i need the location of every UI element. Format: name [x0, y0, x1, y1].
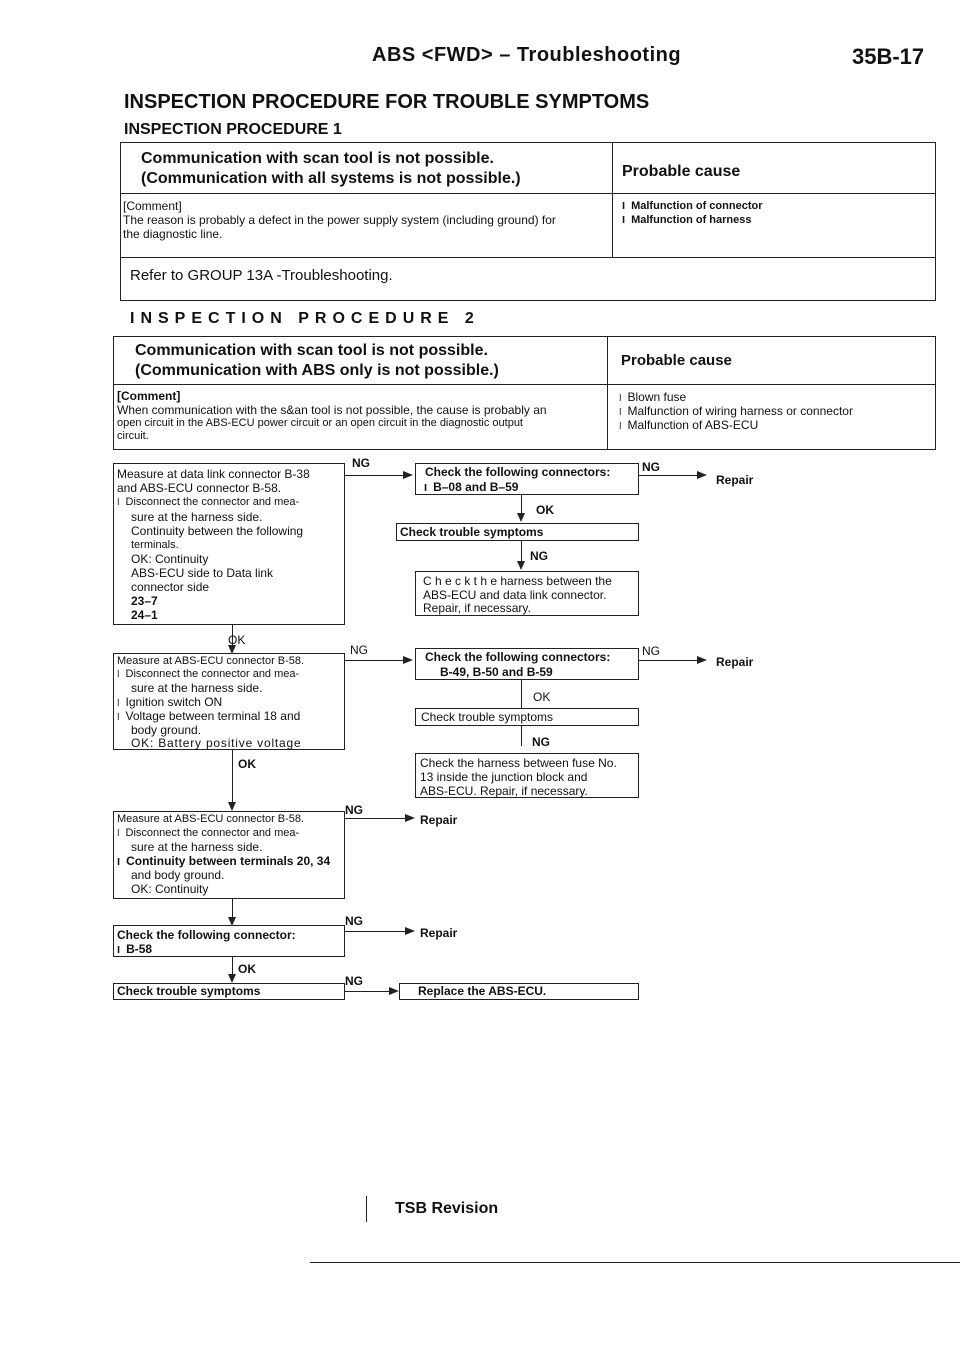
- check-harness-1-line: Repair, if necessary.: [423, 601, 531, 615]
- step-3-line: and body ground.: [131, 868, 225, 882]
- step-2-line: OK: Battery positive voltage: [131, 736, 302, 750]
- check-connectors-2-box: [415, 648, 639, 680]
- step-2-line: Voltage between terminal 18 and: [117, 709, 301, 725]
- procedure-2-cause-ecu: Malfunction of ABS-ECU: [619, 418, 759, 434]
- check-connectors-2-title: Check the following connectors:: [425, 650, 611, 664]
- repair-label: Repair: [420, 813, 458, 827]
- step-3-line: Measure at ABS-ECU connector B-58.: [117, 813, 305, 825]
- check-harness-1-line: C h e c k t h e harness between the: [423, 574, 612, 588]
- step-1-line: sure at the harness side.: [131, 510, 263, 524]
- step-1-line: 23–7: [131, 594, 158, 608]
- procedure-1-cause-connector: Malfunction of connector: [622, 200, 762, 214]
- step-5-ng-label: NG: [345, 974, 363, 988]
- tsb-revision-label: TSB Revision: [395, 1200, 499, 1217]
- check-connectors-1-ok-label: OK: [536, 503, 554, 517]
- page-number: 35B-17: [852, 44, 925, 69]
- procedure-1-cause-harness: Malfunction of harness: [622, 214, 751, 228]
- trouble-symptoms-2-ng-label: NG: [532, 735, 550, 749]
- check-harness-2-line: ABS-ECU. Repair, if necessary.: [420, 784, 588, 798]
- procedure-2-comment-line2: open circuit in the ABS-ECU power circui…: [117, 417, 523, 429]
- repair-label: Repair: [420, 926, 458, 940]
- check-harness-2-box: [415, 753, 639, 798]
- tsb-revision-box: [366, 1196, 686, 1222]
- procedure-2-comment-line1: When communication with the s&an tool is…: [117, 403, 547, 417]
- step-2-ng-label: NG: [350, 643, 368, 657]
- step-4-title: Check the following connector:: [117, 928, 296, 942]
- procedure-2-symptom-line2: (Communication with ABS only is not poss…: [135, 362, 499, 379]
- procedure-2-probable-cause-heading: Probable cause: [621, 352, 732, 369]
- check-harness-2-line: Check the harness between fuse No.: [420, 756, 617, 770]
- check-harness-1-box: [415, 571, 639, 616]
- check-connectors-2-ng-label: NG: [642, 644, 660, 658]
- step-2-line: body ground.: [131, 723, 202, 737]
- step-4-item: B-58: [117, 942, 152, 958]
- step-3-box: [113, 811, 345, 899]
- main-title: INSPECTION PROCEDURE FOR TROUBLE SYMPTOM…: [124, 91, 650, 113]
- repair-label: Repair: [716, 655, 754, 669]
- step-1-line: connector side: [131, 580, 210, 594]
- check-connectors-1-title: Check the following connectors:: [425, 465, 611, 479]
- procedure-1-refer: Refer to GROUP 13A -Troubleshooting.: [130, 267, 393, 284]
- step-1-line: OK: Continuity: [131, 552, 209, 566]
- step-4-ng-label: NG: [345, 914, 363, 928]
- step-2-line: Measure at ABS-ECU connector B-58.: [117, 655, 305, 667]
- step-2-line: Ignition switch ON: [117, 695, 223, 711]
- procedure-2-label: INSPECTION PROCEDURE 2: [130, 310, 480, 327]
- step-2-ok-label: OK: [238, 757, 256, 771]
- step-1-line: Disconnect the connector and mea-: [117, 496, 300, 510]
- procedure-1-comment-line1: The reason is probably a defect in the p…: [123, 213, 556, 227]
- step-2-line: sure at the harness side.: [131, 681, 263, 695]
- step-4-box: [113, 925, 345, 957]
- step-5-box: [113, 983, 345, 1000]
- procedure-1-label: INSPECTION PROCEDURE 1: [124, 121, 342, 138]
- check-connectors-2-items: B-49, B-50 and B-59: [440, 665, 553, 679]
- procedure-2-symptom-line1: Communication with scan tool is not poss…: [135, 342, 488, 359]
- step-3-line: Continuity between terminals 20, 34: [117, 854, 330, 870]
- step-3-ng-label: NG: [345, 803, 363, 817]
- step-1-line: and ABS-ECU connector B-58.: [117, 481, 282, 495]
- step-3-line: Disconnect the connector and mea-: [117, 827, 300, 841]
- check-connectors-1-box: [415, 463, 639, 495]
- procedure-1-comment-label: [Comment]: [123, 199, 182, 213]
- step-1-line: terminals.: [131, 539, 179, 551]
- procedure-2-table: [113, 336, 936, 450]
- check-harness-1-line: ABS-ECU and data link connector.: [423, 588, 607, 602]
- procedure-2-cause-harness: Malfunction of wiring harness or connect…: [619, 404, 853, 420]
- trouble-symptoms-2-text: Check trouble symptoms: [421, 710, 554, 724]
- procedure-1-table: [120, 142, 936, 301]
- procedure-2-comment-label: [Comment]: [117, 389, 181, 403]
- step-1-line: Measure at data link connector B-38: [117, 467, 310, 481]
- procedure-2-comment-line3: circuit.: [117, 430, 149, 442]
- step-1-ng-label: NG: [352, 456, 370, 470]
- check-connectors-1-items: B–08 and B–59: [424, 480, 518, 496]
- step-2-box: [113, 653, 345, 750]
- procedure-2-cause-fuse: Blown fuse: [619, 390, 687, 406]
- step-4-ok-label: OK: [238, 962, 256, 976]
- procedure-1-symptom-line2: (Communication with all systems is not p…: [141, 170, 521, 187]
- page-header-title: ABS <FWD> – Troubleshooting: [372, 44, 682, 66]
- step-3-line: OK: Continuity: [131, 882, 209, 896]
- trouble-symptoms-1-ng-label: NG: [530, 549, 548, 563]
- procedure-1-probable-cause-heading: Probable cause: [622, 163, 741, 180]
- procedure-1-symptom-line1: Communication with scan tool is not poss…: [141, 150, 494, 167]
- step-1-ok-label: OK: [228, 633, 246, 647]
- step-1-line: 24–1: [131, 608, 158, 622]
- replace-ecu-box: [399, 983, 639, 1000]
- step-1-line: ABS-ECU side to Data link: [131, 566, 274, 580]
- step-2-line: Disconnect the connector and mea-: [117, 668, 300, 682]
- trouble-symptoms-1-box: [396, 523, 639, 541]
- trouble-symptoms-2-box: [415, 708, 639, 726]
- repair-label: Repair: [716, 473, 754, 487]
- step-3-line: sure at the harness side.: [131, 840, 263, 854]
- footer-rule: [310, 1262, 960, 1263]
- check-harness-2-line: 13 inside the junction block and: [420, 770, 588, 784]
- check-connectors-2-ok-label: OK: [533, 690, 551, 704]
- procedure-1-comment-line2: the diagnostic line.: [123, 227, 223, 241]
- replace-ecu-text: Replace the ABS-ECU.: [418, 984, 547, 998]
- trouble-symptoms-1-text: Check trouble symptoms: [400, 525, 544, 539]
- step-1-box: [113, 463, 345, 625]
- check-connectors-1-ng-label: NG: [642, 460, 660, 474]
- step-5-text: Check trouble symptoms: [117, 984, 261, 998]
- step-1-line: Continuity between the following: [131, 524, 304, 538]
